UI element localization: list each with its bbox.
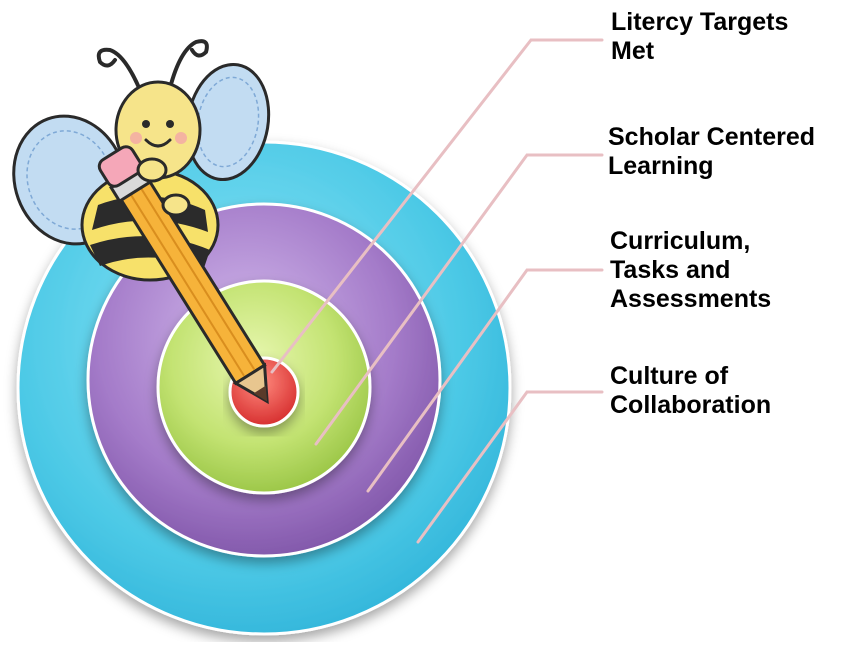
bee-antenna-left	[96, 47, 142, 92]
label-line: Culture of	[610, 362, 729, 390]
label-culture-of-collaboration: Culture of Collaboration	[610, 362, 771, 420]
leader-line-litercy-targets-met	[270, 38, 604, 374]
label-line: Learning	[608, 152, 714, 180]
label-line: Scholar Centered	[608, 123, 816, 151]
leader-line-scholar-centered-learning	[314, 153, 604, 446]
leader-line-curriculum	[366, 268, 604, 493]
label-curriculum-tasks-assessments: Curriculum, Tasks and Assessments	[610, 227, 771, 314]
bee-with-pencil-illustration	[12, 39, 271, 405]
label-line: Collaboration	[610, 391, 772, 419]
label-scholar-centered-learning: Scholar Centered Learning	[608, 123, 815, 181]
pencil	[97, 145, 269, 405]
label-line: Tasks and	[610, 256, 731, 284]
leader-line-culture-of-collaboration	[416, 390, 604, 544]
label-litercy-targets-met: Litercy Targets Met	[611, 8, 788, 66]
label-line: Litercy Targets	[611, 8, 789, 36]
label-line: Met	[611, 37, 655, 65]
leader-lines	[270, 38, 604, 544]
label-line: Assessments	[610, 285, 772, 313]
label-line: Curriculum,	[610, 227, 751, 255]
bee-antenna-right	[168, 39, 209, 90]
